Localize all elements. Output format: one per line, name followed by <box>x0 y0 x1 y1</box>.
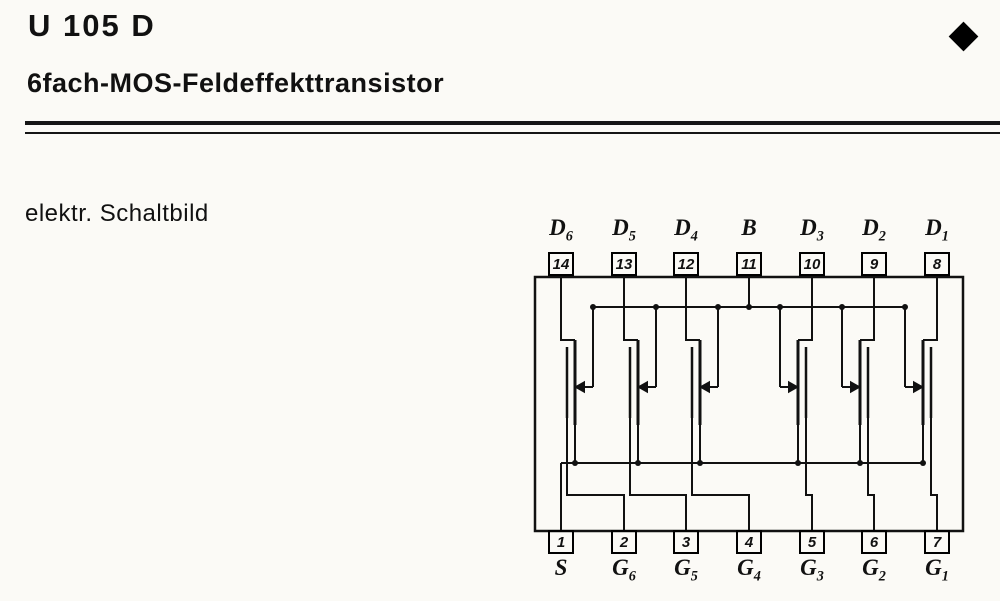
pin-label-d4: D4 <box>674 215 698 245</box>
pin-box-12: 12 <box>673 252 699 276</box>
transistor-t3 <box>780 276 813 530</box>
pin-label-g4: G4 <box>737 555 761 585</box>
bulk-arrow-icon <box>788 380 800 394</box>
pin-box-1: 1 <box>548 530 574 554</box>
page-subtitle: 6fach-MOS-Feldeffekttransistor <box>27 68 445 98</box>
transistor-t1 <box>905 276 938 530</box>
ic-body-outline <box>533 275 965 533</box>
divider-thick <box>25 121 1000 125</box>
pin-box-6: 6 <box>861 530 887 554</box>
pin-label-d2: D2 <box>862 215 886 245</box>
bulk-bus <box>592 276 906 387</box>
transistor-t2 <box>842 276 875 530</box>
pin-box-9: 9 <box>861 252 887 276</box>
pin-box-8: 8 <box>924 252 950 276</box>
pin-box-7: 7 <box>924 530 950 554</box>
schematic-drawing <box>533 275 965 533</box>
bulk-arrow-icon <box>636 380 648 394</box>
pin-box-2: 2 <box>611 530 637 554</box>
diamond-marker-icon <box>948 21 979 52</box>
pin-label-g1: G1 <box>925 555 949 585</box>
pin-box-10: 10 <box>799 252 825 276</box>
pin-box-11: 11 <box>736 252 762 276</box>
bulk-arrow-icon <box>850 380 862 394</box>
bulk-arrow-icon <box>913 380 925 394</box>
pin-label-d3: D3 <box>800 215 824 245</box>
pin-label-s: S <box>554 555 568 580</box>
pin-box-13: 13 <box>611 252 637 276</box>
bulk-arrow-icon <box>698 380 710 394</box>
circuit-schematic: D6 D5 D4 B D3 D2 D1 14 13 12 11 10 9 8 1… <box>520 195 980 595</box>
pin-label-b: B <box>741 215 757 240</box>
pin-label-d5: D5 <box>612 215 636 245</box>
pin-label-g6: G6 <box>612 555 636 585</box>
pin-box-14: 14 <box>548 252 574 276</box>
pin-label-g5: G5 <box>674 555 698 585</box>
transistor-t4 <box>685 276 750 530</box>
bulk-arrow-icon <box>573 380 585 394</box>
pin-box-5: 5 <box>799 530 825 554</box>
pin-label-g3: G3 <box>800 555 824 585</box>
pin-box-4: 4 <box>736 530 762 554</box>
divider-thin <box>25 132 1000 134</box>
pin-label-d6: D6 <box>549 215 573 245</box>
transistor-t6 <box>560 276 625 530</box>
pin-box-3: 3 <box>673 530 699 554</box>
junction-dots <box>572 304 926 466</box>
figure-caption: elektr. Schaltbild <box>25 200 209 227</box>
pin-label-d1: D1 <box>925 215 949 245</box>
transistor-t5 <box>623 276 687 530</box>
pin-label-g2: G2 <box>862 555 886 585</box>
page-title: U 105 D <box>28 8 156 43</box>
